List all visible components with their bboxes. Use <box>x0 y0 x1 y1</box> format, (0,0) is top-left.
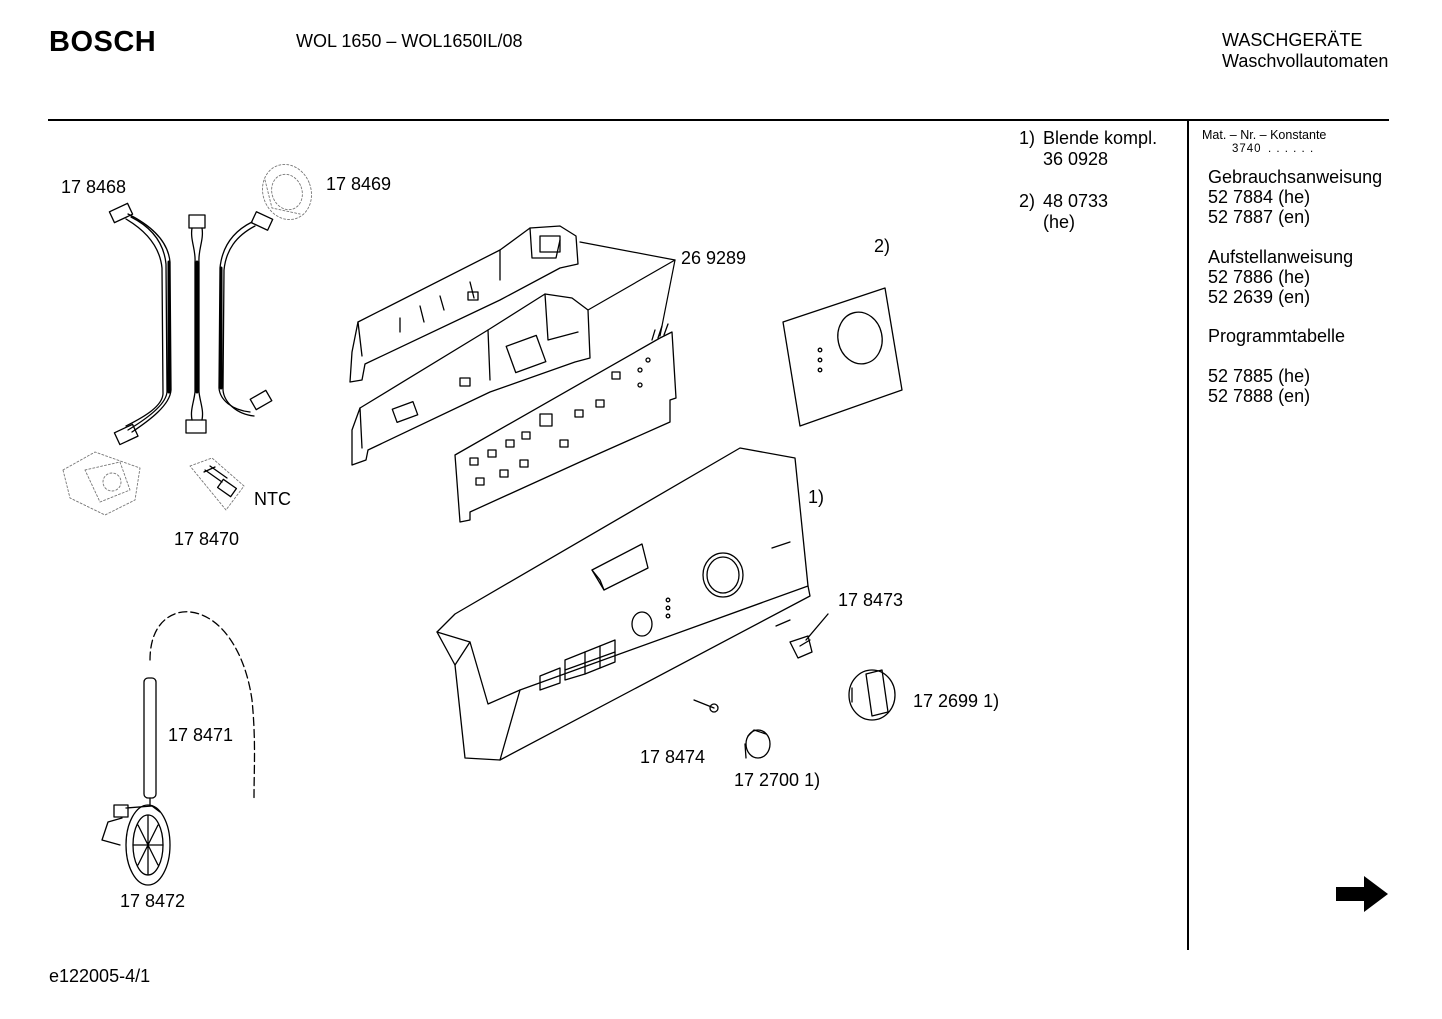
leader-lines-module <box>579 241 676 337</box>
part-label-178473: 17 8473 <box>838 590 904 610</box>
circuit-board <box>454 323 677 523</box>
mat-nr-label: Mat. – Nr. – Konstante <box>1202 128 1327 142</box>
part-label-178469: 17 8469 <box>326 174 392 194</box>
part-label-269289: 26 9289 <box>681 248 747 268</box>
pressure-hose <box>143 611 256 807</box>
note-2-number: 2) <box>1019 191 1036 211</box>
doc-item: 52 7887 (en) <box>1208 207 1311 227</box>
connector-housing-top <box>262 163 312 221</box>
module-housing-lower <box>351 293 591 466</box>
doc-group-title-manual: Gebrauchsanweisung <box>1208 167 1383 187</box>
header-divider <box>48 119 1389 121</box>
category-title: WASCHGERÄTE <box>1222 30 1363 50</box>
arrow-right-icon[interactable] <box>1334 874 1390 914</box>
knob-spindle <box>789 613 829 659</box>
part-label-172699: 17 2699 1) <box>913 691 1000 711</box>
program-knob <box>848 669 896 721</box>
note-1-number: 1) <box>1019 128 1036 148</box>
part-label-decor-panel: 2) <box>874 236 891 256</box>
wiring-harness-left <box>108 202 172 446</box>
pressure-switch <box>101 804 171 886</box>
note-1-part: 36 0928 <box>1043 149 1109 169</box>
part-label-178471: 17 8471 <box>168 725 234 745</box>
mat-nr-dots: . . . . . . <box>1268 143 1315 155</box>
doc-item: 52 7886 (he) <box>1208 267 1311 287</box>
ntc-sensor <box>189 457 245 511</box>
doc-item: 52 7885 (he) <box>1208 366 1311 386</box>
light-pipe <box>693 699 719 713</box>
part-label-fascia: 1) <box>808 487 825 507</box>
doc-group-title-installation: Aufstellanweisung <box>1208 247 1354 267</box>
sidebar-divider <box>1187 120 1189 950</box>
brand-logo: BOSCH <box>49 26 157 58</box>
category-subtitle: Waschvollautomaten <box>1222 51 1389 71</box>
part-label-178470: 17 8470 <box>174 529 240 549</box>
wiring-harness-center <box>185 214 207 434</box>
doc-item: 52 7884 (he) <box>1208 187 1311 207</box>
doc-item: 52 7888 (en) <box>1208 386 1311 406</box>
small-knob <box>744 729 771 759</box>
fascia-panel <box>436 447 811 761</box>
doc-group-title-program-table: Programmtabelle <box>1208 326 1346 346</box>
connector-housing-bottom <box>62 451 141 516</box>
note-1-text: Blende kompl. <box>1043 128 1158 148</box>
doc-item: 52 2639 (en) <box>1208 287 1311 307</box>
part-label-ntc: NTC <box>254 489 291 509</box>
module-housing-upper <box>349 225 579 383</box>
part-label-172700: 17 2700 1) <box>734 770 821 790</box>
part-label-178474: 17 8474 <box>640 747 706 767</box>
part-label-178472: 17 8472 <box>120 891 186 911</box>
mat-nr-value: 3740 <box>1232 143 1262 155</box>
wiring-harness-right <box>218 211 274 417</box>
part-label-178468: 17 8468 <box>61 177 127 197</box>
document-code: e122005-4/1 <box>49 966 151 986</box>
decor-panel <box>782 287 903 427</box>
note-2-part: 48 0733 <box>1043 191 1109 211</box>
model-number: WOL 1650 – WOL1650IL/08 <box>296 31 523 51</box>
note-2-lang: (he) <box>1043 212 1076 232</box>
